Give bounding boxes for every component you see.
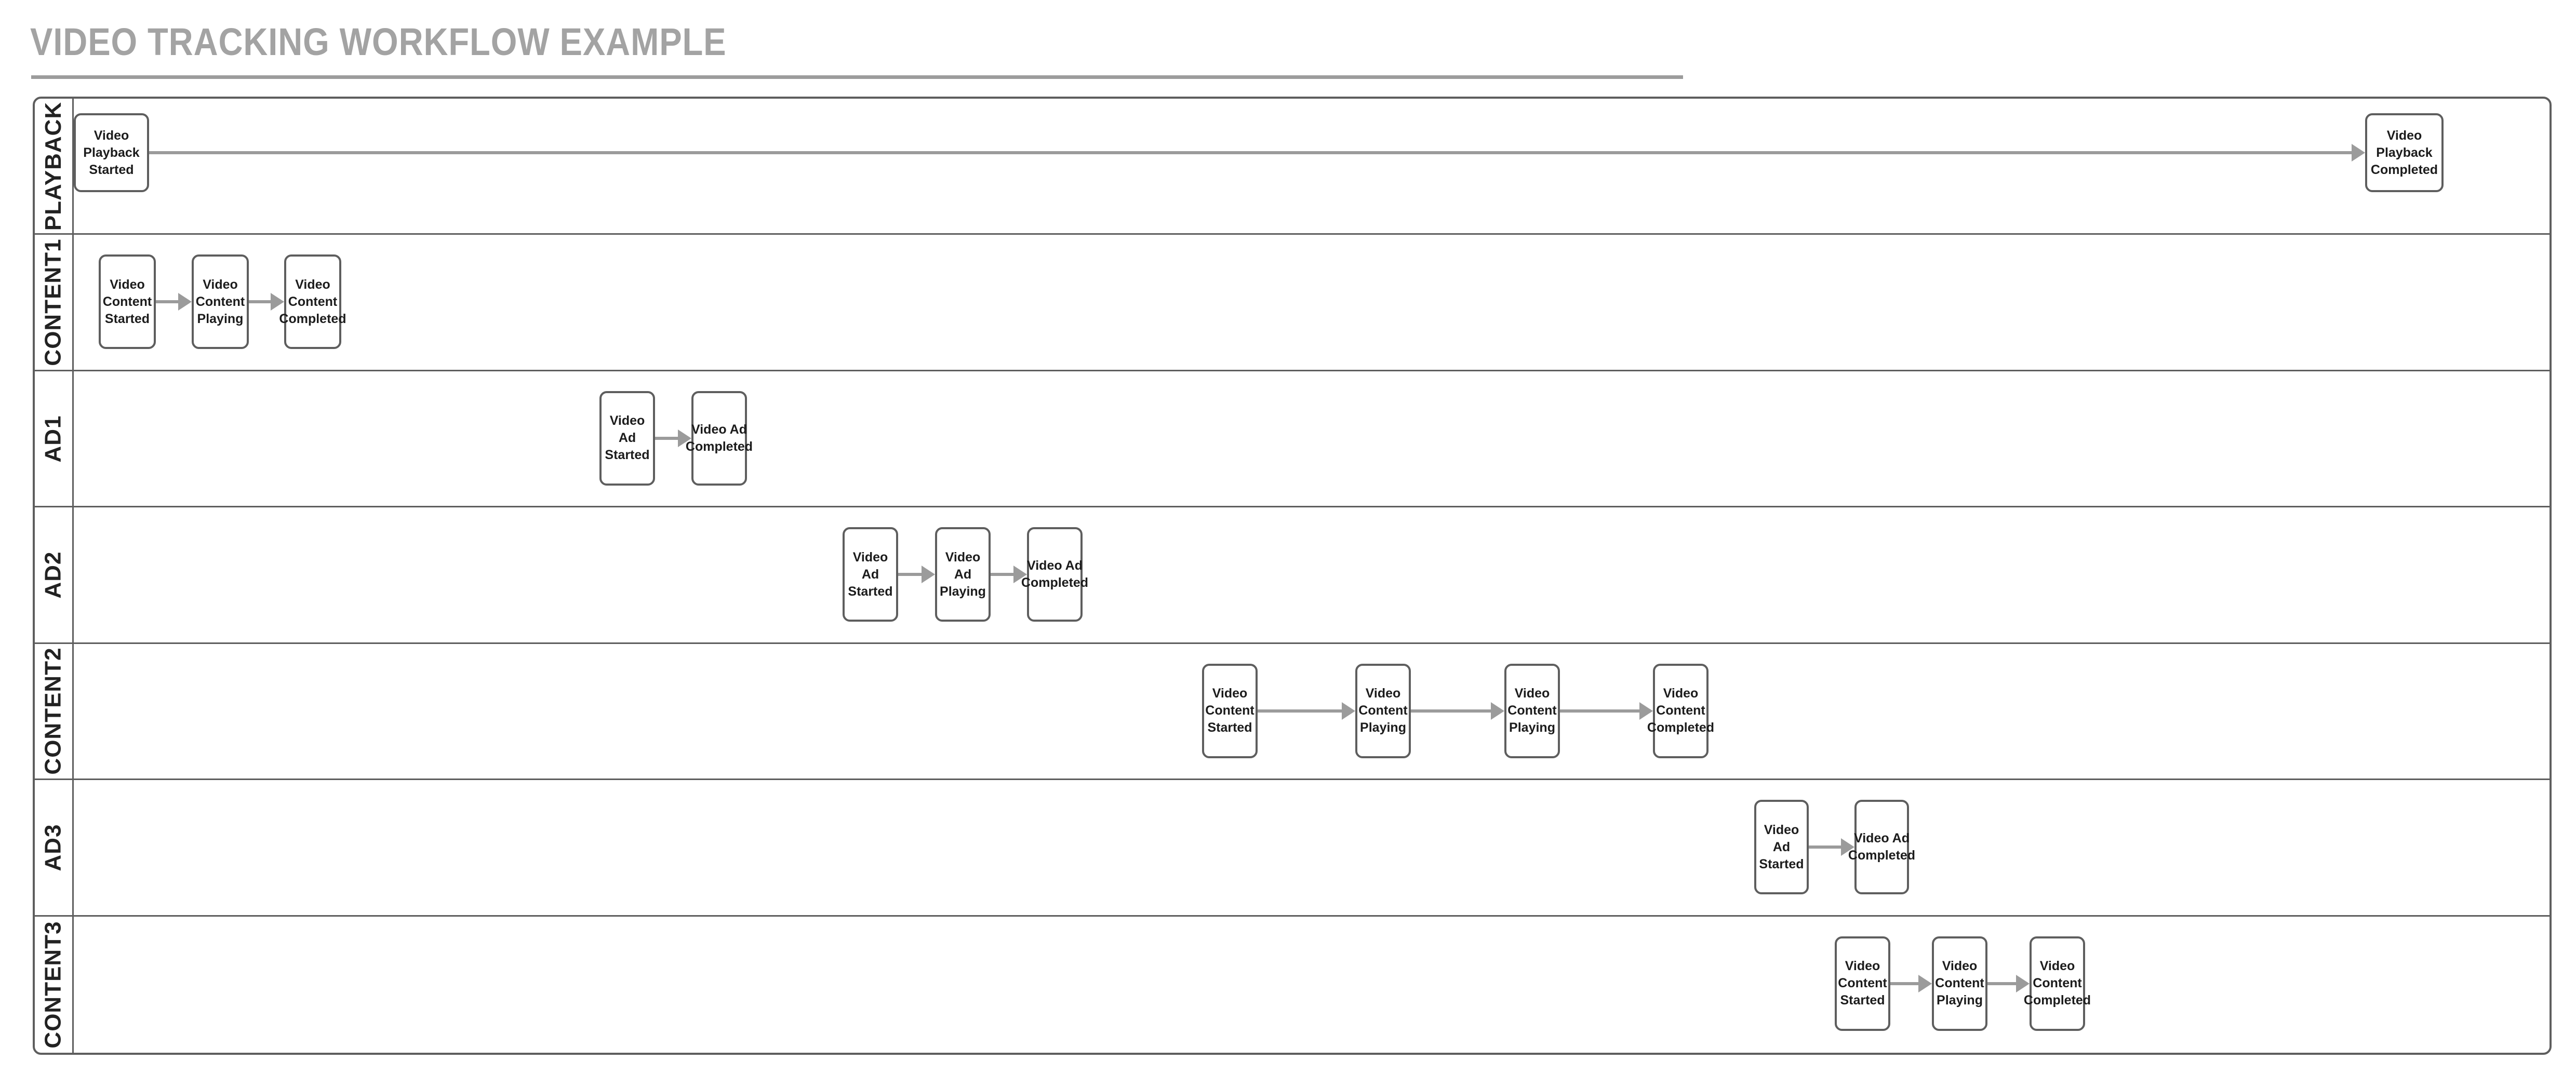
title-divider: [31, 75, 1683, 79]
connector-line: [249, 300, 271, 304]
node-box[interactable]: Video Ad Completed: [1848, 800, 1915, 895]
connector-arrowhead-icon: [1342, 702, 1355, 720]
node-box[interactable]: Video Ad Started: [1754, 800, 1809, 895]
connector-arrowhead-icon: [1639, 702, 1653, 720]
connector-line: [1560, 709, 1639, 713]
node-box[interactable]: Video Content Completed: [2024, 936, 2091, 1031]
lane-body-ad3: Video Ad Started Video Ad Completed: [74, 780, 2550, 915]
lane-body-ad1: Video Ad Started Video Ad Completed: [74, 371, 2550, 506]
node-box[interactable]: Video Ad Completed: [1021, 527, 1088, 622]
lane-body-content2: Video Content Started Video Content Playi…: [74, 644, 2550, 779]
connector-line: [1890, 982, 1918, 985]
connector-line: [655, 436, 678, 440]
swimlane-ad1: AD1 Video Ad Started Video Ad Completed: [35, 371, 2550, 508]
lane-body-content1: Video Content Started Video Content Playi…: [74, 235, 2550, 369]
node-box[interactable]: Video Ad Playing: [935, 527, 991, 622]
lane-body-ad2: Video Ad Started Video Ad Playing Video Ad…: [74, 507, 2550, 642]
swimlane-ad3: AD3 Video Ad Started Video Ad Completed: [35, 780, 2550, 917]
node-box[interactable]: Video Content Playing: [1355, 663, 1411, 758]
lane-header-ad1: AD1: [35, 371, 74, 506]
node-box[interactable]: Video Content Completed: [1647, 663, 1714, 758]
lane-header-ad2: AD2: [35, 507, 74, 642]
lane-header-content3: CONTENT3: [35, 916, 74, 1053]
node-box[interactable]: Video Content Playing: [1932, 936, 1987, 1031]
connector-arrowhead-icon: [1918, 974, 1932, 992]
node-box[interactable]: Video Content Completed: [279, 254, 346, 350]
node-box[interactable]: Video Content Playing: [1504, 663, 1560, 758]
connector-line: [1809, 846, 1841, 849]
connector-line: [149, 151, 2352, 154]
connector-arrowhead-icon: [678, 429, 691, 447]
lane-body-playback: Video Playback Started Video Playback Com…: [74, 99, 2550, 233]
lane-header-content2: CONTENT2: [35, 643, 74, 779]
connector-arrowhead-icon: [1013, 566, 1027, 584]
node-box[interactable]: Video Ad Completed: [686, 391, 753, 486]
node-box[interactable]: Video Ad Started: [843, 527, 898, 622]
lane-body-content3: Video Content Started Video Content Playi…: [74, 917, 2550, 1053]
node-box[interactable]: Video Playback Completed: [2365, 113, 2444, 192]
node-box[interactable]: Video Content Started: [99, 254, 156, 350]
connector-arrowhead-icon: [2016, 974, 2030, 992]
page-title: VIDEO TRACKING WORKFLOW EXAMPLE: [30, 20, 727, 63]
lane-header-content1: CONTENT1: [35, 235, 74, 370]
node-box[interactable]: Video Content Started: [1202, 663, 1258, 758]
connector-arrowhead-icon: [2352, 144, 2365, 162]
node-box[interactable]: Video Content Started: [1835, 936, 1890, 1031]
connector-line: [1411, 709, 1491, 713]
connector-line: [1987, 982, 2016, 985]
connector-arrowhead-icon: [178, 293, 192, 311]
connector-line: [156, 300, 178, 304]
connector-arrowhead-icon: [1841, 838, 1854, 856]
connector-arrowhead-icon: [1491, 702, 1504, 720]
node-box[interactable]: Video Playback Started: [74, 113, 149, 192]
node-box[interactable]: Video Content Playing: [192, 254, 249, 350]
lane-label: AD3: [41, 824, 66, 871]
lane-header-playback: PLAYBACK: [35, 99, 74, 234]
connector-line: [898, 573, 922, 576]
connector-arrowhead-icon: [271, 293, 284, 311]
lane-label: CONTENT1: [41, 238, 66, 366]
lane-header-ad3: AD3: [35, 780, 74, 915]
connector-arrowhead-icon: [922, 566, 935, 584]
lane-label: AD2: [41, 551, 66, 599]
lane-label: CONTENT2: [41, 647, 66, 775]
node-box[interactable]: Video Ad Started: [599, 391, 655, 486]
lane-label: CONTENT3: [41, 921, 66, 1049]
lane-label: AD1: [41, 415, 66, 463]
lane-label: PLAYBACK: [41, 101, 66, 231]
connector-line: [1258, 709, 1342, 713]
connector-line: [991, 573, 1013, 576]
